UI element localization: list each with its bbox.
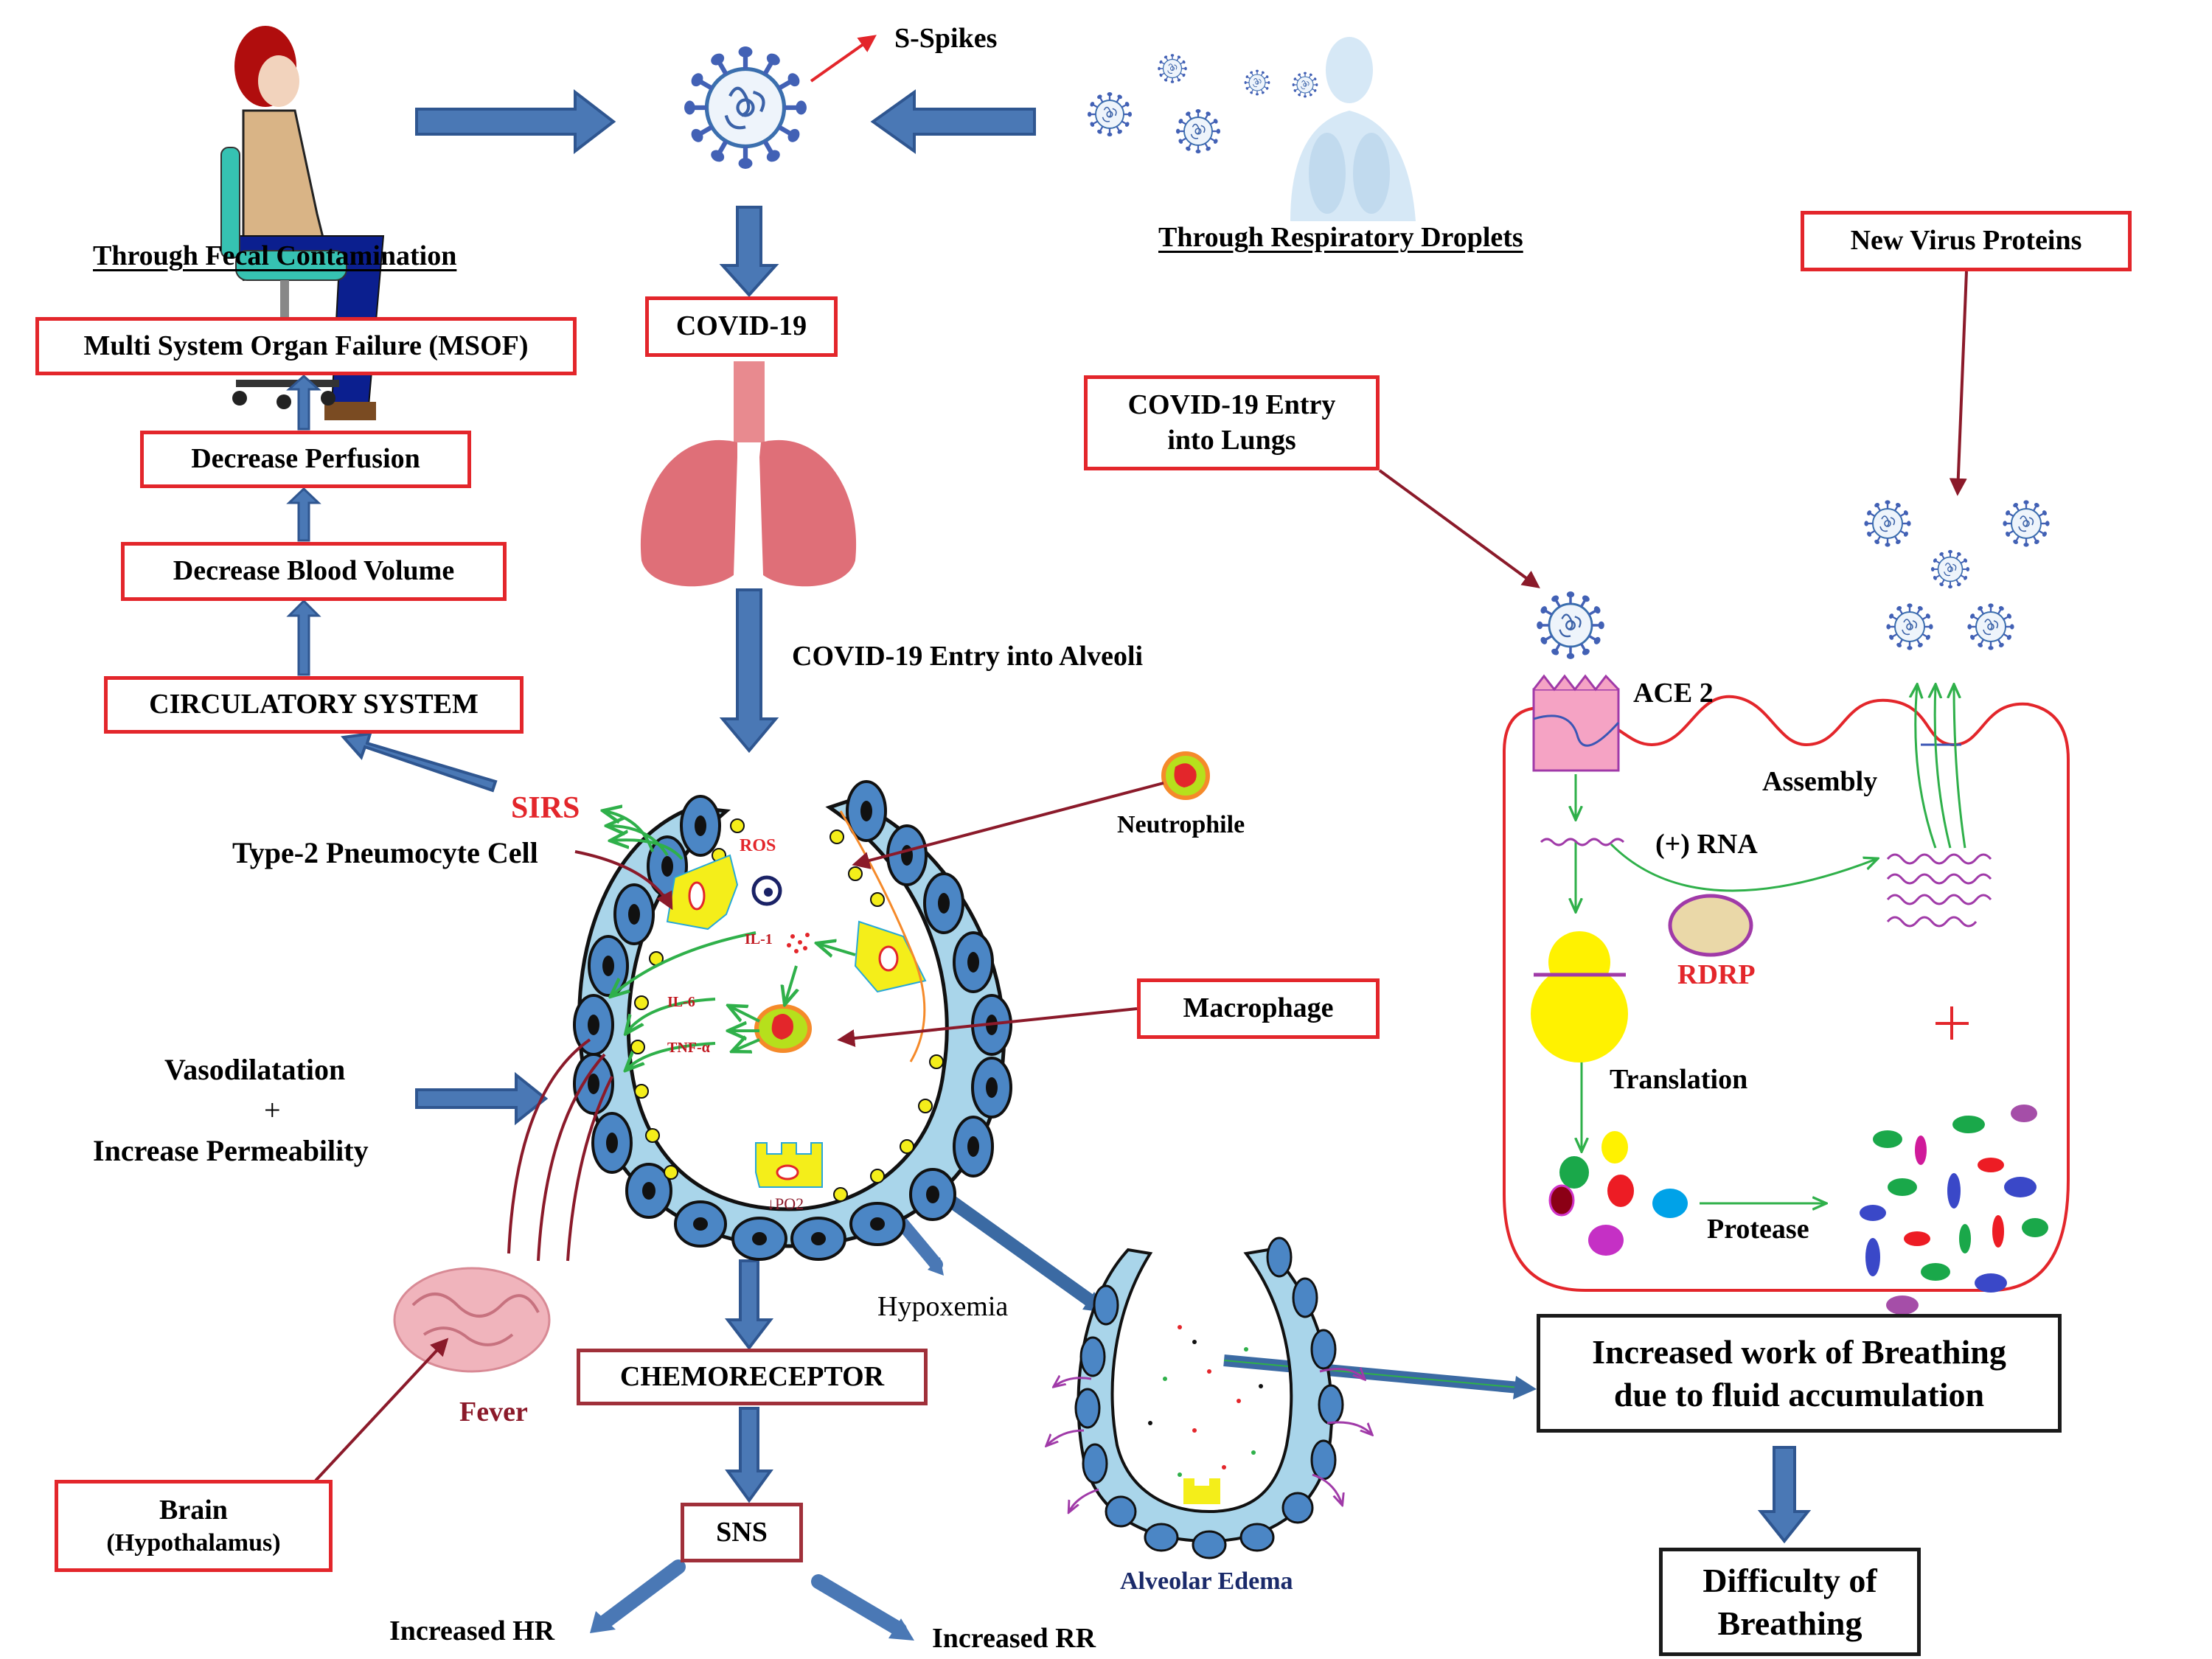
new-proteins-pointer (1949, 271, 1968, 496)
neutrophile-icon (1161, 751, 1210, 800)
chemoreceptor-text: CHEMORECEPTOR (619, 1360, 885, 1392)
respiratory-droplets-label: Through Respiratory Droplets (1158, 222, 1523, 253)
lungs-icon (640, 361, 857, 587)
rna-label: (+) RNA (1655, 829, 1758, 860)
neutrophile-pointer (852, 782, 1164, 869)
type2-pneumocyte-label: Type-2 Pneumocyte Cell (232, 836, 538, 869)
vasodilatation-arrow (415, 1071, 549, 1126)
type2-pointer (574, 850, 673, 911)
brain-box-line1: Brain (159, 1494, 228, 1526)
plus-label: + (264, 1093, 281, 1127)
alveolus-to-chemoreceptor-arrow (724, 1259, 774, 1351)
droplets-to-virus-arrow (870, 89, 1036, 154)
increased-work-box: Increased work of Breathing due to fluid… (1537, 1314, 2062, 1433)
new-virus-particles (1864, 500, 2049, 650)
alveolar-edema-diagram (1047, 1237, 1371, 1559)
msof-box: Multi System Organ Failure (MSOF) (35, 317, 577, 375)
virus-to-covid-arrow (719, 206, 779, 297)
protease-label: Protease (1707, 1214, 1809, 1245)
decrease-perfusion-text: Decrease Perfusion (191, 443, 420, 475)
rr-arrowhead (888, 1618, 914, 1641)
work-to-difficulty-arrow (1757, 1446, 1812, 1544)
brain-hypothalamus-box: Brain (Hypothalamus) (55, 1480, 333, 1572)
brain-box-line2: (Hypothalamus) (106, 1529, 281, 1557)
increased-work-line1: Increased work of Breathing (1592, 1333, 2006, 1371)
msof-text: Multi System Organ Failure (MSOF) (83, 330, 529, 361)
increased-rr-label: Increased RR (932, 1623, 1096, 1654)
human-respiratory-icon (1290, 37, 1416, 221)
increase-permeability-label: Increase Permeability (93, 1134, 369, 1167)
difficulty-line2: Breathing (1717, 1604, 1863, 1642)
neutrophile-label: Neutrophile (1117, 811, 1245, 838)
assembly-label: Assembly (1762, 766, 1878, 797)
increased-hr-label: Increased HR (389, 1615, 555, 1646)
decrease-blood-volume-box: Decrease Blood Volume (121, 542, 507, 601)
brain-icon (393, 1267, 551, 1373)
s-spikes-label: S-Spikes (894, 23, 998, 54)
chain-up-arrows (286, 374, 321, 676)
sns-box: SNS (681, 1503, 803, 1562)
host-cell (1503, 674, 2070, 1315)
lungs-entry-line2: into Lungs (1167, 424, 1296, 456)
droplet-viruses (1088, 54, 1318, 153)
lungs-entry-box: COVID-19 Entry into Lungs (1084, 375, 1380, 470)
alveolar-edema-label: Alveolar Edema (1120, 1568, 1293, 1595)
chemoreceptor-to-sns-arrow (725, 1407, 773, 1503)
covid-19-text: COVID-19 (675, 310, 807, 342)
hypoxemia-label: Hypoxemia (877, 1291, 1009, 1322)
covid-19-box: COVID-19 (645, 296, 838, 357)
fecal-contamination-label: Through Fecal Contamination (93, 240, 457, 271)
spike-pointer-arrow (810, 35, 877, 83)
sirs-label: SIRS (511, 791, 580, 825)
ace2-label: ACE 2 (1633, 678, 1714, 709)
circulatory-system-text: CIRCULATORY SYSTEM (149, 689, 479, 720)
ros-label: ROS (740, 836, 776, 855)
difficulty-breathing-box: Difficulty of Breathing (1659, 1548, 1921, 1656)
new-virus-proteins-text: New Virus Proteins (1850, 225, 2082, 257)
edema-to-work-arrow (1223, 1354, 1537, 1399)
sns-text: SNS (716, 1516, 768, 1548)
protein-fragments (1860, 1105, 2048, 1315)
macrophage-text: Macrophage (1183, 992, 1334, 1024)
macrophage-box: Macrophage (1137, 978, 1380, 1039)
circulatory-system-box: CIRCULATORY SYSTEM (104, 676, 524, 734)
lungs-entry-pointer (1378, 469, 1540, 588)
sirs-to-circulatory-arrow (341, 731, 498, 793)
vasodilatation-label: Vasodilatation (164, 1053, 346, 1086)
hypoxemia-arrowhead (928, 1257, 944, 1276)
decrease-perfusion-box: Decrease Perfusion (140, 431, 471, 488)
new-virus-proteins-box: New Virus Proteins (1801, 211, 2132, 271)
fever-label: Fever (459, 1397, 528, 1427)
entering-virus-icon (1537, 591, 1604, 659)
il6-label: IL-6 (667, 994, 695, 1010)
alveolus-to-edema-arrow (937, 1189, 1098, 1308)
il1-label: IL-1 (745, 931, 773, 947)
difficulty-line1: Difficulty of (1703, 1562, 1877, 1599)
coronavirus-icon (684, 46, 807, 169)
chemoreceptor-box: CHEMORECEPTOR (577, 1349, 928, 1405)
alveoli-entry-label: COVID-19 Entry into Alveoli (792, 641, 1144, 672)
po2-label: ↓PO2 (767, 1194, 804, 1213)
tnf-alpha-label: TNF-α (667, 1040, 710, 1056)
alveolus-diagram (507, 780, 1012, 1262)
lungs-entry-line1: COVID-19 Entry (1127, 389, 1336, 420)
lungs-to-alveoli-arrow (719, 588, 779, 754)
decrease-blood-volume-text: Decrease Blood Volume (173, 555, 455, 587)
hypoxemia-arrow (893, 1214, 943, 1271)
rdrp-label: RDRP (1677, 959, 1756, 990)
increased-work-line2: due to fluid accumulation (1613, 1375, 1985, 1413)
translation-label: Translation (1610, 1064, 1748, 1095)
sns-branch-arrows (597, 1559, 907, 1637)
fecal-to-virus-arrow (415, 88, 616, 155)
hr-arrowhead (590, 1611, 616, 1633)
macrophage-pointer (837, 1007, 1138, 1047)
brain-pointer (314, 1338, 449, 1482)
